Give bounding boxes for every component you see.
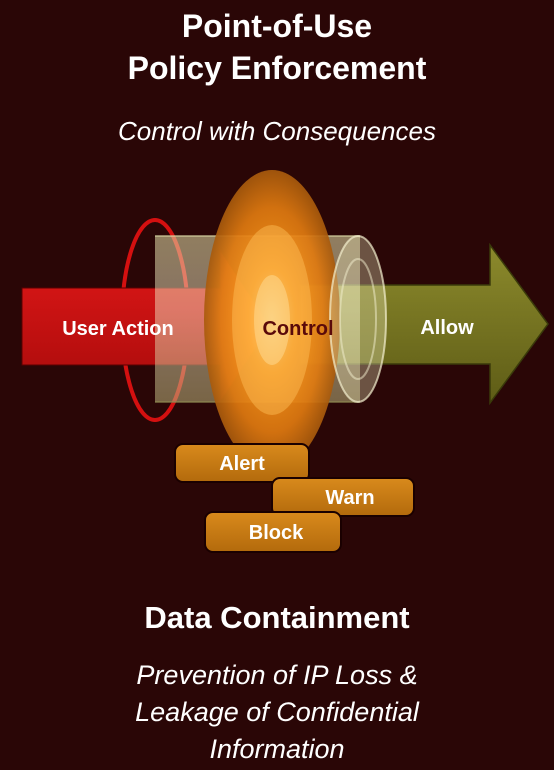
block-box: Block	[204, 511, 342, 553]
cylinder-end	[329, 235, 387, 403]
footer-subtitle-line-2: Leakage of Confidential	[135, 697, 419, 727]
user-action-label: User Action	[62, 318, 174, 340]
control-label: Control	[262, 318, 333, 340]
block-label: Block	[249, 522, 304, 544]
alert-box: Alert	[174, 443, 310, 483]
title-line-2: Policy Enforcement	[127, 50, 427, 86]
page-subtitle: Control with Consequences	[118, 116, 436, 146]
warn-box: Warn	[271, 477, 415, 517]
alert-label: Alert	[219, 453, 265, 475]
footer-subtitle-line-1: Prevention of IP Loss &	[136, 660, 418, 690]
policy-enforcement-diagram: User Action Control Allow Alert Warn Blo…	[21, 170, 549, 553]
warn-label: Warn	[325, 487, 374, 509]
title-line-1: Point-of-Use	[181, 8, 373, 44]
control-disc	[204, 170, 340, 470]
footer-title: Data Containment	[144, 600, 410, 635]
footer-subtitle-line-3: Information	[209, 734, 345, 764]
allow-label: Allow	[420, 317, 474, 339]
